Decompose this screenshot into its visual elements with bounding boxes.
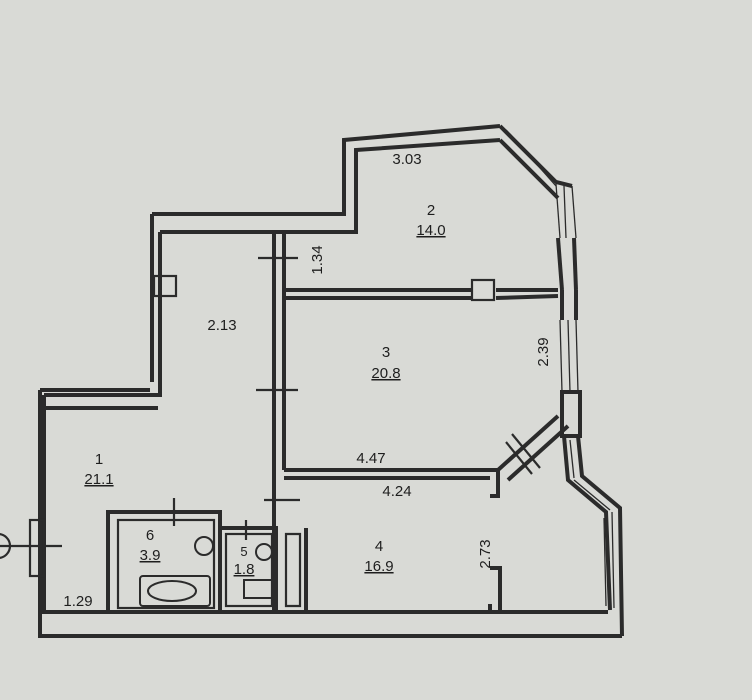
washer-icon xyxy=(243,579,275,599)
room-1-number: 1 xyxy=(95,451,103,468)
exterior-walls xyxy=(38,124,622,638)
bathtub-icon xyxy=(139,575,211,607)
dimension-labels: 3.03 1.34 2.13 2.39 4.47 4.24 2.73 1.29 xyxy=(63,151,552,610)
windows xyxy=(498,124,624,637)
openings xyxy=(0,256,541,578)
interior-walls xyxy=(272,232,570,612)
room-labels: 1 21.1 2 14.0 3 20.8 4 16.9 5 1.8 6 3.9 xyxy=(84,202,445,578)
bathroom-6 xyxy=(106,498,222,614)
sink-icon xyxy=(194,536,214,556)
room-5-area: 1.8 xyxy=(234,561,255,578)
room-1-area: 21.1 xyxy=(84,471,113,488)
room-2-number: 2 xyxy=(427,202,435,219)
dimension-2-13: 2.13 xyxy=(207,317,236,334)
toilet-5 xyxy=(218,520,278,614)
room-5-number: 5 xyxy=(240,544,247,559)
dimension-4-47: 4.47 xyxy=(356,450,385,467)
entrance-marker xyxy=(0,533,12,559)
room-6-area: 3.9 xyxy=(140,547,161,564)
room-3-number: 3 xyxy=(382,344,390,361)
dimension-1-34: 1.34 xyxy=(309,245,326,274)
dimension-2-73: 2.73 xyxy=(477,539,494,568)
dimension-2-39: 2.39 xyxy=(535,337,552,366)
dimension-3-03: 3.03 xyxy=(392,151,421,168)
room-4-number: 4 xyxy=(375,538,383,555)
room-4-area: 16.9 xyxy=(364,558,393,575)
room-2-area: 14.0 xyxy=(416,222,445,239)
room-6-number: 6 xyxy=(146,527,154,544)
dimension-1-29: 1.29 xyxy=(63,593,92,610)
toilet-icon xyxy=(255,543,273,561)
room-3-area: 20.8 xyxy=(371,365,400,382)
dimension-4-24: 4.24 xyxy=(382,483,411,500)
